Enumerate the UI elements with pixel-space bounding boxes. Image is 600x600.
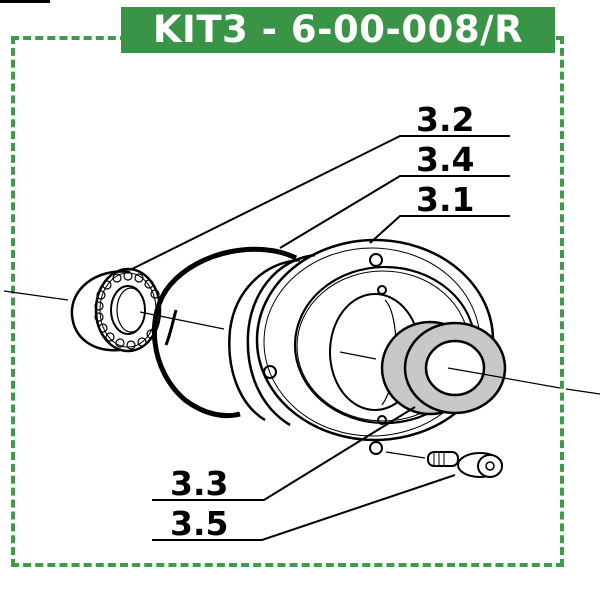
- bearing-balls: [94, 271, 160, 350]
- callout-label-3-2: 3.2: [416, 100, 475, 139]
- kit-title-banner: KIT3 - 6-00-008/R: [121, 7, 555, 53]
- seal-ring-part-3-3: [380, 320, 507, 416]
- callout-label-3-3: 3.3: [170, 464, 229, 503]
- center-axis-line: [3, 290, 600, 395]
- screw-part-3-5: [385, 451, 503, 478]
- top-edge-line: [0, 0, 50, 3]
- callout-label-3-4: 3.4: [416, 140, 475, 179]
- bearing-part-3-2: [70, 267, 162, 353]
- callout-label-3-1: 3.1: [416, 180, 475, 219]
- o-ring-part-3-4: [151, 246, 298, 419]
- callout-label-3-5: 3.5: [170, 504, 229, 543]
- leader-lines: [129, 135, 510, 541]
